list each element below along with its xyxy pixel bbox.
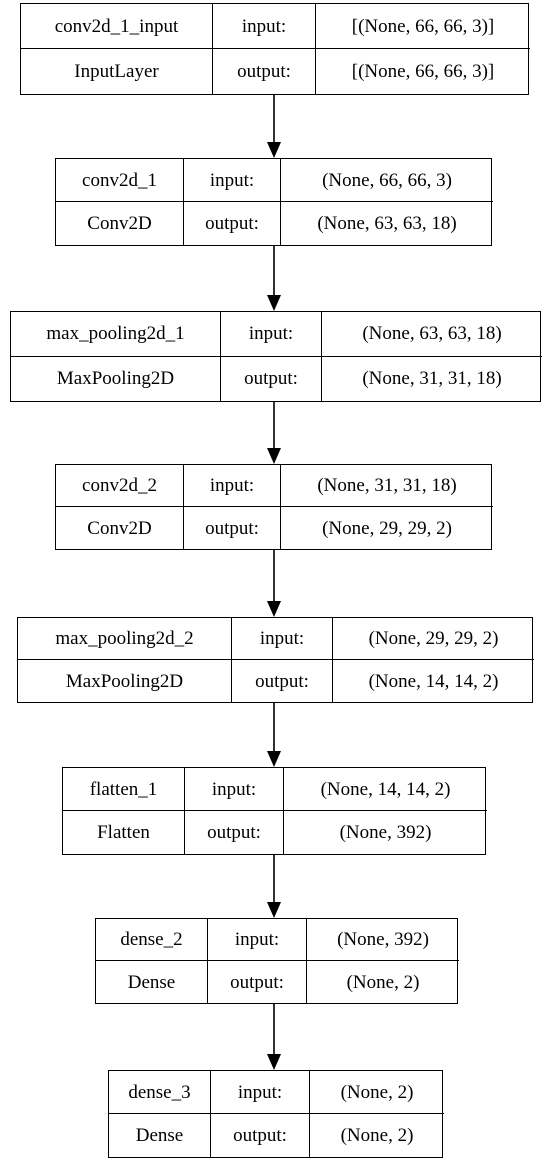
layer-type: Flatten <box>63 811 185 854</box>
arrowhead-icon <box>267 1054 281 1070</box>
output-label: output: <box>232 660 333 702</box>
input-label: input: <box>213 4 316 49</box>
layer-name: max_pooling2d_1 <box>11 312 221 357</box>
input-shape: (None, 29, 29, 2) <box>333 618 534 660</box>
layer-name: conv2d_1_input <box>21 4 213 49</box>
output-label: output: <box>221 356 322 401</box>
input-shape: (None, 63, 63, 18) <box>322 312 542 357</box>
output-label: output: <box>213 49 316 94</box>
output-label: output: <box>184 202 281 245</box>
input-label: input: <box>208 919 307 961</box>
layer-type: Conv2D <box>56 507 184 549</box>
input-label: input: <box>184 159 281 202</box>
output-shape: (None, 2) <box>346 971 420 993</box>
layer-name: max_pooling2d_2 <box>18 618 232 660</box>
layer-name: conv2d_1 <box>56 159 184 202</box>
input-label: input: <box>221 312 322 357</box>
layer-name: conv2d_2 <box>56 465 184 507</box>
arrowhead-icon <box>267 295 281 311</box>
output-label: output: <box>185 811 284 854</box>
layer-type: MaxPooling2D <box>11 356 221 401</box>
output-label: output: <box>211 1114 310 1157</box>
input-shape: (None, 14, 14, 2) <box>284 768 487 811</box>
arrowhead-icon <box>267 601 281 617</box>
arrowhead-icon <box>267 902 281 918</box>
layer-name: dense_2 <box>96 919 208 961</box>
input-label: input: <box>211 1071 310 1114</box>
input-shape: (None, 392) <box>307 919 459 961</box>
input-shape: [(None, 66, 66, 3)] <box>316 4 530 49</box>
output-shape: [(None, 66, 66, 3)] <box>351 61 495 82</box>
output-shape: (None, 63, 63, 18) <box>317 213 457 234</box>
output-shape: (None, 2) <box>340 1125 414 1146</box>
output-label: output: <box>208 961 307 1003</box>
layer-name: flatten_1 <box>63 768 185 811</box>
output-label: output: <box>184 507 281 549</box>
layer-type: MaxPooling2D <box>18 660 232 702</box>
layer-type: Dense <box>109 1114 211 1157</box>
arrowhead-icon <box>267 751 281 767</box>
input-label: input: <box>184 465 281 507</box>
output-shape: (None, 29, 29, 2) <box>322 517 452 539</box>
output-shape: (None, 392) <box>339 822 432 843</box>
input-label: input: <box>185 768 284 811</box>
layer-type: Conv2D <box>56 202 184 245</box>
input-shape: (None, 2) <box>310 1071 444 1114</box>
layer-type: Dense <box>96 961 208 1003</box>
arrowhead-icon <box>267 142 281 158</box>
layer-name: dense_3 <box>109 1071 211 1114</box>
input-shape: (None, 66, 66, 3) <box>281 159 493 202</box>
output-shape: (None, 31, 31, 18) <box>362 368 502 390</box>
layer-type: InputLayer <box>21 49 213 94</box>
arrowhead-icon <box>267 448 281 464</box>
output-shape: (None, 14, 14, 2) <box>368 670 499 692</box>
input-label: input: <box>232 618 333 660</box>
input-shape: (None, 31, 31, 18) <box>281 465 493 507</box>
